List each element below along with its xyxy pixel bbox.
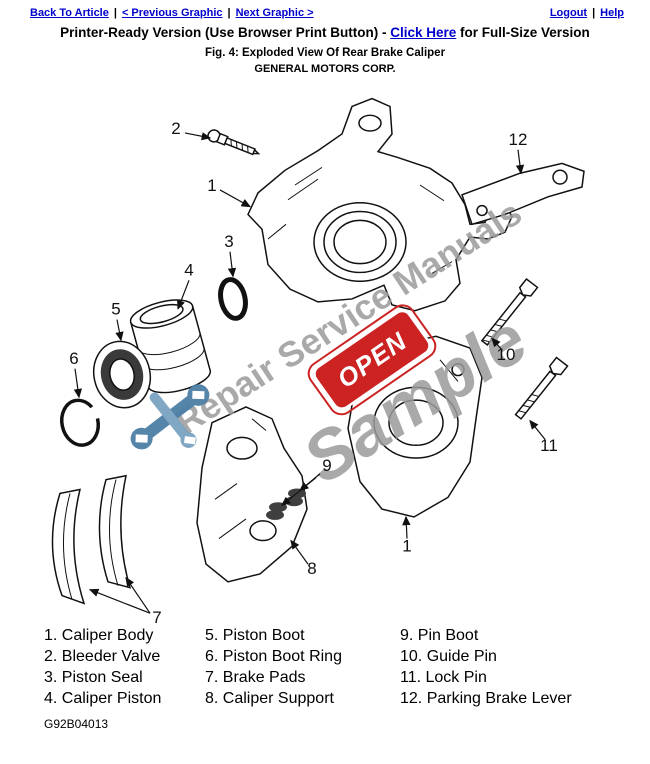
legend-item: 9. Pin Boot: [400, 627, 479, 644]
diagram-container: Repair Service Manuals Sample OPEN 2 1 1…: [0, 77, 650, 627]
printer-ready-line: Printer-Ready Version (Use Browser Print…: [0, 25, 650, 40]
legend-item: 5. Piston Boot: [205, 627, 305, 644]
previous-graphic-link[interactable]: < Previous Graphic: [121, 7, 223, 19]
legend-item: 10. Guide Pin: [400, 648, 497, 665]
callout-2-label: 2: [171, 119, 180, 138]
brake-pads: [51, 474, 132, 605]
legend-item: 7. Brake Pads: [205, 669, 306, 686]
piston-boot: [92, 340, 152, 409]
nav-separator: |: [113, 7, 117, 19]
callout-3-label: 3: [224, 232, 233, 251]
piston-boot-ring: [60, 398, 100, 447]
callout-labels: 2 1 12 3 4 5 6 9 8 1 10 11 7: [69, 119, 558, 627]
logout-link[interactable]: Logout: [549, 7, 588, 19]
callout-9-label: 9: [322, 456, 331, 475]
legend-item: 8. Caliper Support: [205, 690, 334, 707]
printer-line-prefix: Printer-Ready Version (Use Browser Print…: [60, 25, 391, 40]
nav-right: Logout | Help: [550, 7, 624, 19]
piston-seal: [218, 277, 248, 321]
nav-left: Back To Article | < Previous Graphic | Next …: [30, 7, 314, 19]
legend-item: 2. Bleeder Valve: [44, 648, 161, 665]
nav-separator: |: [227, 7, 231, 19]
legend-column-3: 9. Pin Boot 10. Guide Pin 11. Lock Pin 1…: [400, 625, 572, 709]
click-here-link[interactable]: Click Here: [390, 25, 457, 40]
figure-title: Fig. 4: Exploded View Of Rear Brake Cali…: [204, 47, 446, 59]
help-link[interactable]: Help: [600, 7, 624, 19]
callout-7-label: 7: [152, 608, 161, 625]
parking-brake-lever: [461, 162, 585, 226]
legend-column-1: 1. Caliper Body 2. Bleeder Valve 3. Pist…: [44, 625, 205, 709]
callout-6-label: 6: [69, 349, 78, 368]
legend-column-2: 5. Piston Boot 6. Piston Boot Ring 7. Br…: [205, 625, 400, 709]
caliper-body: [247, 97, 513, 312]
legend-item: 3. Piston Seal: [44, 669, 143, 686]
legend-item: 4. Caliper Piston: [44, 690, 162, 707]
bleeder-valve: [207, 129, 261, 156]
back-to-article-link[interactable]: Back To Article: [30, 7, 109, 19]
wrench-watermark-icon: [130, 384, 210, 450]
company-name: GENERAL MOTORS CORP.: [254, 63, 396, 75]
next-graphic-link[interactable]: Next Graphic >: [235, 7, 314, 19]
callout-4-label: 4: [184, 261, 193, 280]
top-navigation-bar: Back To Article | < Previous Graphic | Next …: [0, 0, 650, 19]
legend-item: 1. Caliper Body: [44, 627, 154, 644]
callout-5-label: 5: [111, 300, 120, 319]
callout-arrows: [73, 132, 546, 614]
callout-11-label: 11: [540, 436, 558, 455]
callout-12-label: 12: [509, 130, 528, 149]
callout-1-top-label: 1: [207, 176, 216, 195]
lock-pin: [514, 356, 569, 420]
callout-8-label: 8: [307, 559, 316, 578]
guide-pin: [480, 277, 539, 346]
legend-item: 11. Lock Pin: [400, 669, 487, 686]
nav-separator: |: [592, 7, 596, 19]
parts-legend: 1. Caliper Body 2. Bleeder Valve 3. Pist…: [0, 625, 650, 709]
open-stamp: OPEN: [307, 304, 437, 416]
printer-line-suffix: for Full-Size Version: [456, 25, 590, 40]
legend-item: 6. Piston Boot Ring: [205, 648, 342, 665]
legend-item: 12. Parking Brake Lever: [400, 690, 572, 707]
brake-caliper-exploded-diagram: Repair Service Manuals Sample OPEN 2 1 1…: [51, 97, 585, 627]
figure-code: G92B04013: [44, 717, 109, 731]
callout-1-bottom-label: 1: [402, 536, 411, 555]
